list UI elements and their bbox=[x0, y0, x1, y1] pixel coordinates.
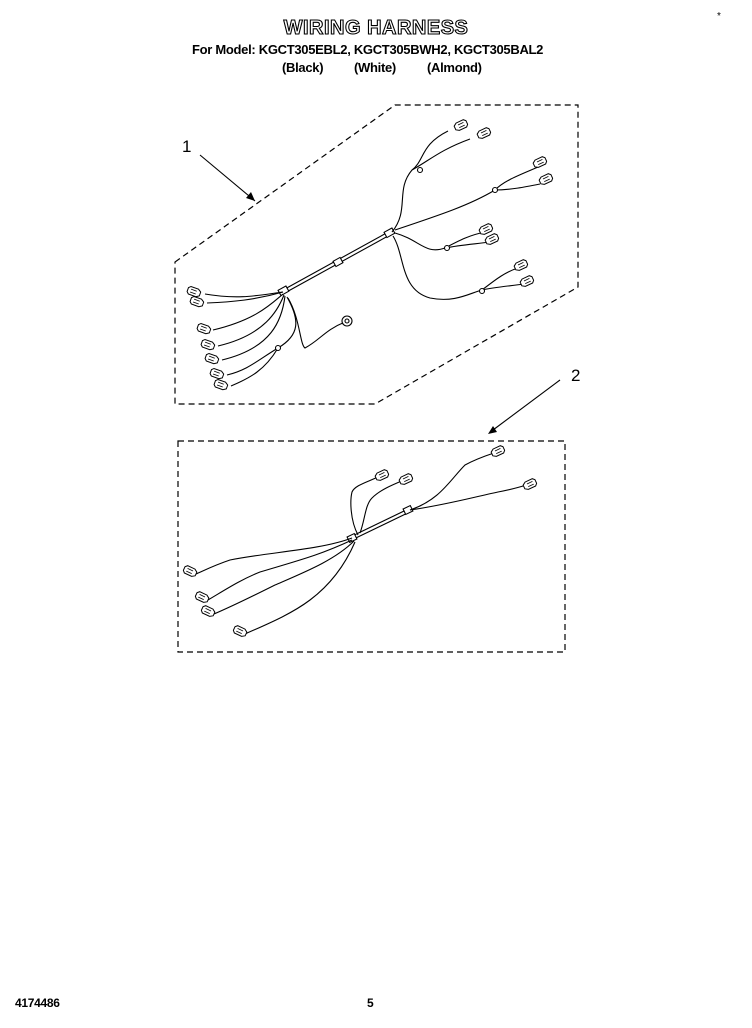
harness-1-outline bbox=[174, 104, 579, 405]
callout-2: 2 bbox=[571, 366, 580, 385]
color-almond: (Almond) bbox=[427, 60, 482, 75]
color-white: (White) bbox=[354, 60, 396, 75]
page-title: WIRING HARNESS bbox=[283, 16, 469, 39]
callout-1: 1 bbox=[182, 137, 191, 156]
harness-1 bbox=[174, 104, 579, 405]
color-black: (Black) bbox=[282, 60, 324, 75]
page-number: 5 bbox=[367, 996, 374, 1010]
model-line: For Model: KGCT305EBL2, KGCT305BWH2, KGC… bbox=[192, 42, 544, 57]
harness-2-outline bbox=[177, 440, 566, 653]
corner-mark: * bbox=[717, 11, 721, 22]
part-number: 4174486 bbox=[15, 996, 60, 1010]
color-variants: (Black) (White) (Almond) bbox=[0, 60, 752, 76]
harness-2 bbox=[177, 379, 566, 653]
